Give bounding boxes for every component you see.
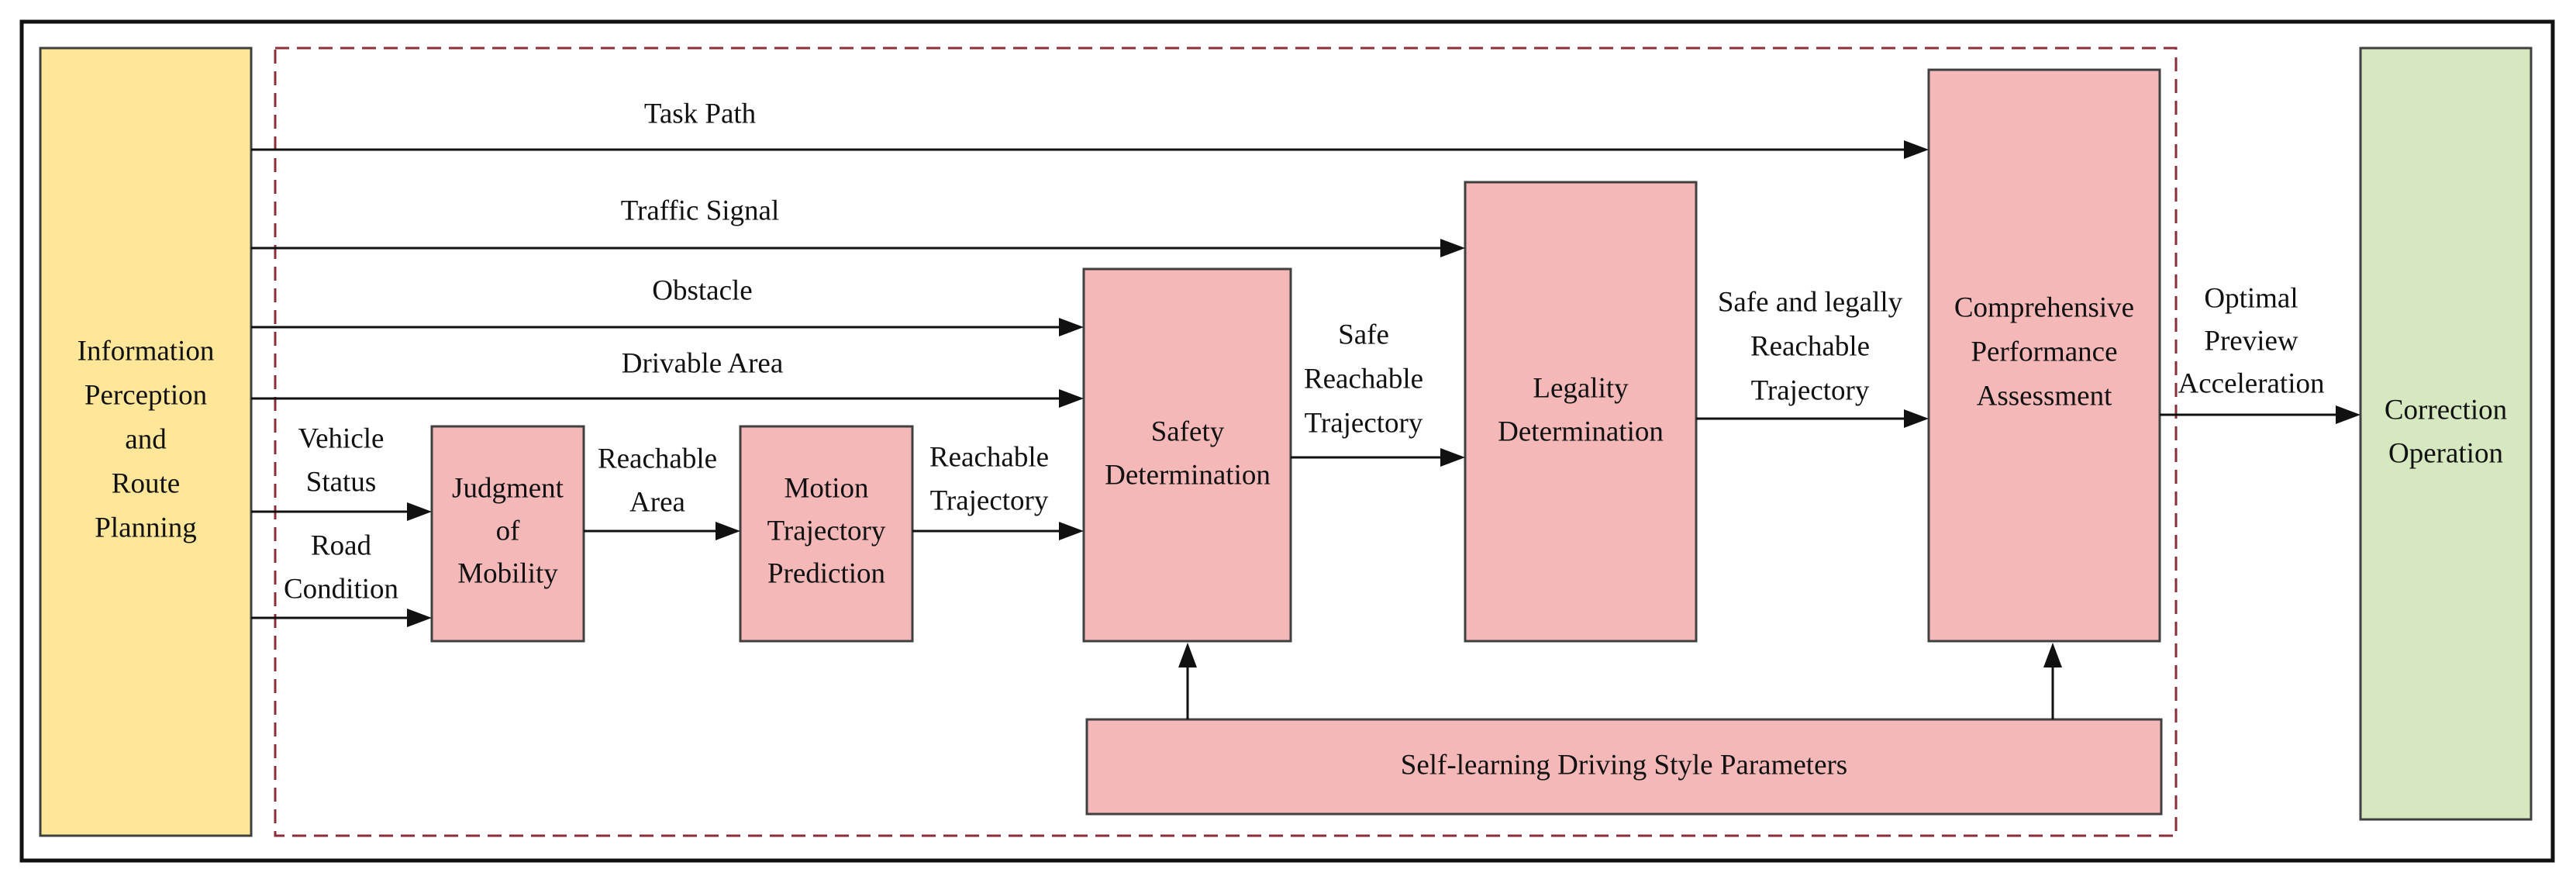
arrow-task-path	[251, 140, 1929, 159]
text-line: Route	[112, 467, 180, 499]
label-traffic-signal: Traffic Signal	[621, 195, 780, 226]
node-safety-determination-box	[1082, 267, 1292, 643]
text-line: Reachable	[598, 443, 717, 474]
arrow-optimal-preview	[2160, 405, 2360, 424]
text-line: of	[496, 515, 521, 547]
arrow-reachable-area	[584, 522, 740, 540]
node-comprehensive-performance-assessment-box	[1927, 68, 2161, 643]
text-line: Condition	[284, 573, 398, 605]
text-line: Obstacle	[652, 274, 752, 306]
text-line: Operation	[2388, 437, 2503, 469]
text-line: Judgment	[452, 472, 564, 504]
text-line: Information	[78, 335, 215, 367]
node-self-learning-driving-style-box	[1085, 718, 2163, 816]
text-line: Self-learning Driving Style Parameters	[1401, 749, 1847, 781]
text-line: and	[125, 423, 167, 455]
text-line: Optimal	[2204, 282, 2298, 314]
text-line: Road	[311, 529, 372, 561]
text-line: Planning	[95, 512, 197, 543]
node-self-learning-driving-style-label: Self-learning Driving Style Parameters	[1401, 749, 1847, 781]
text-line: Area	[629, 486, 685, 518]
text-line: Motion	[785, 472, 869, 504]
text-line: Safe	[1338, 319, 1389, 350]
node-correction-operation-box	[2359, 47, 2533, 821]
text-line: Acceleration	[2178, 367, 2325, 399]
node-motion-trajectory-prediction-box	[739, 425, 914, 643]
dashed-module-frame	[274, 47, 2178, 837]
outer-frame	[19, 19, 2555, 863]
text-line: Safe and legally	[1718, 286, 1903, 318]
text-line: Preview	[2204, 325, 2298, 357]
text-line: Reachable	[1750, 330, 1870, 362]
text-line: Task Path	[644, 98, 757, 129]
node-legality-determination-box	[1464, 181, 1698, 643]
arrow-obstacle	[251, 318, 1084, 336]
node-self-learning-driving-style: Self-learning Driving Style Parameters	[1085, 718, 2163, 816]
label-task-path: Task Path	[644, 98, 757, 129]
arrow-safe-reachable-trajectory	[1291, 448, 1465, 467]
text-line: Determination	[1498, 416, 1664, 447]
text-line: Vehicle	[298, 423, 385, 454]
text-line: Safety	[1151, 416, 1225, 447]
text-line: Prediction	[767, 557, 885, 589]
text-line: Drivable Area	[622, 347, 784, 379]
text-line: Perception	[84, 379, 207, 411]
arrow-traffic-signal	[251, 239, 1465, 257]
arrow-road-condition	[251, 609, 432, 627]
node-judgment-of-mobility-box	[430, 425, 585, 643]
text-line: Status	[306, 466, 376, 498]
text-line: Trajectory	[930, 485, 1049, 516]
text-line: Reachable	[929, 441, 1049, 473]
arrow-style-to-comprehensive	[2043, 643, 2062, 719]
arrow-reachable-trajectory	[912, 522, 1084, 540]
node-information-perception-box	[39, 47, 253, 837]
text-line: Comprehensive	[1954, 291, 2134, 323]
text-line: Assessment	[1977, 380, 2112, 412]
text-line: Mobility	[457, 557, 558, 589]
text-line: Trajectory	[1751, 374, 1870, 406]
text-line: Performance	[1971, 336, 2117, 367]
label-drivable-area: Drivable Area	[622, 347, 784, 379]
text-line: Trajectory	[767, 515, 886, 547]
arrow-style-to-safety	[1178, 643, 1197, 719]
text-line: Legality	[1533, 372, 1629, 404]
text-line: Correction	[2385, 394, 2507, 426]
text-line: Reachable	[1304, 363, 1423, 395]
label-obstacle: Obstacle	[652, 274, 752, 306]
text-line: Determination	[1105, 459, 1271, 491]
arrow-safe-legal-trajectory	[1696, 409, 1929, 428]
text-line: Traffic Signal	[621, 195, 780, 226]
arrow-vehicle-status	[251, 502, 432, 521]
arrow-drivable-area	[251, 389, 1084, 408]
text-line: Trajectory	[1305, 407, 1423, 439]
